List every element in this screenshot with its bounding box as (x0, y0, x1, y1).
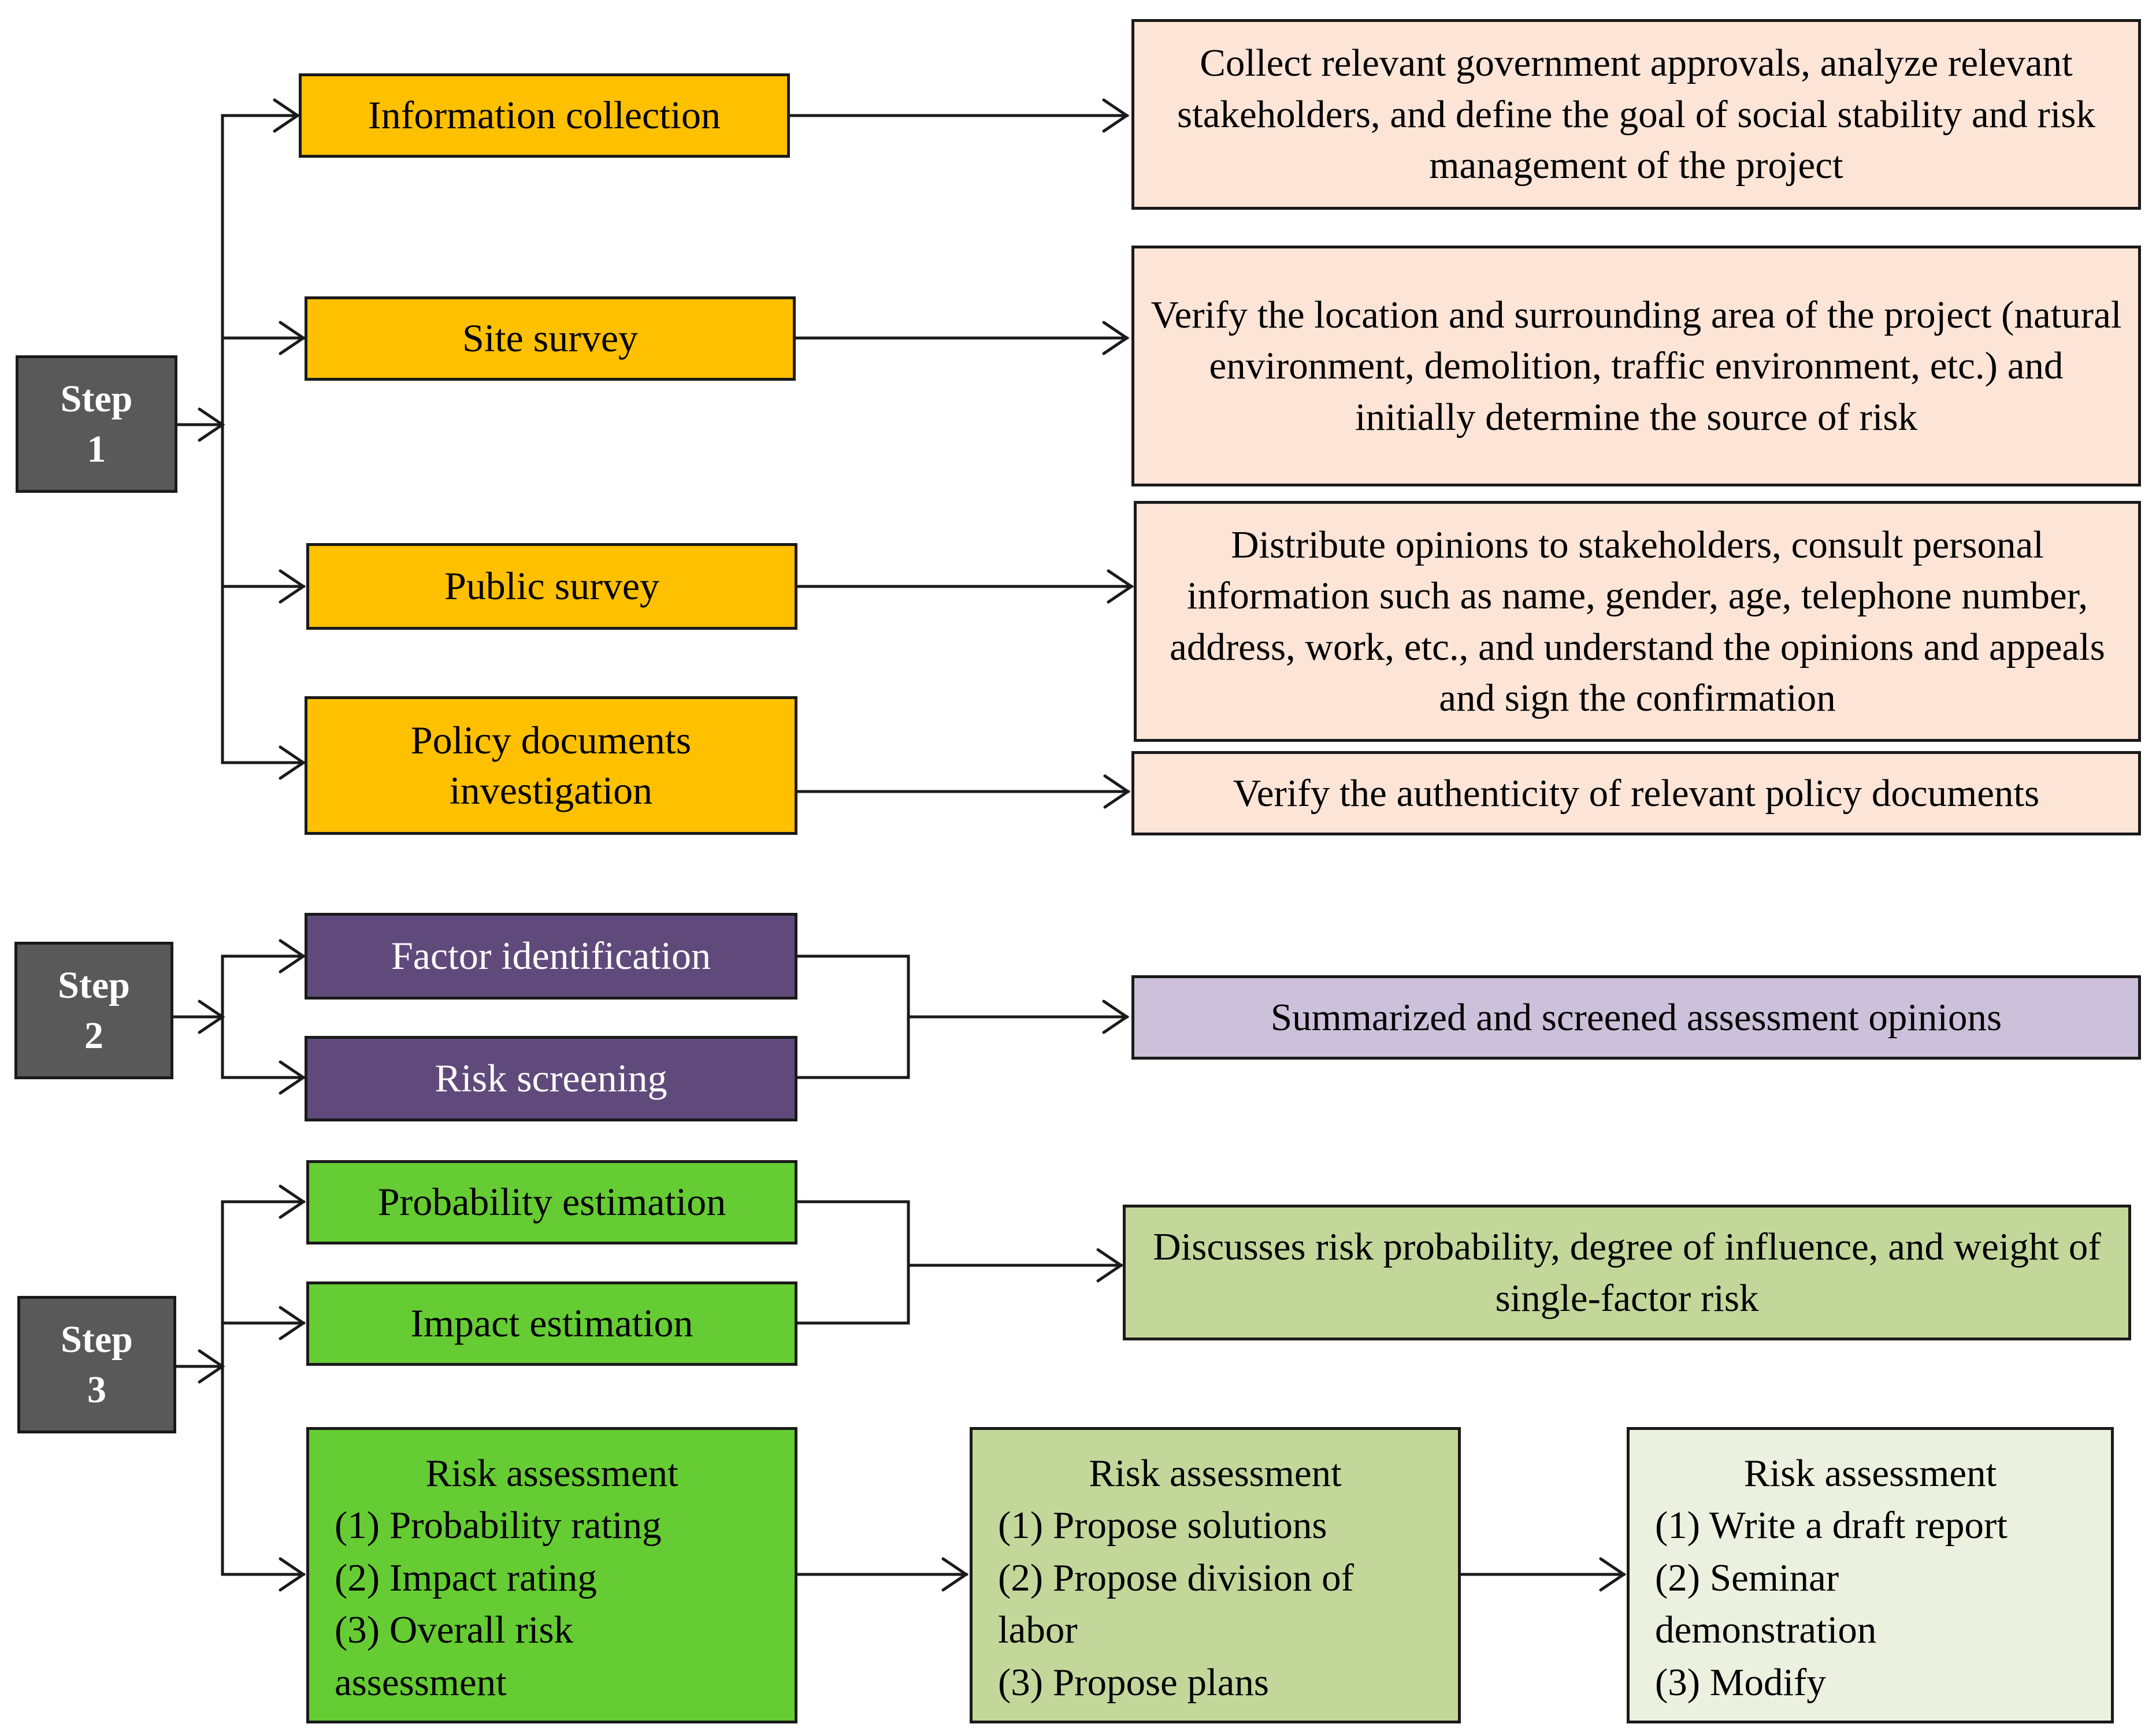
connector-step3-merge (795, 1200, 910, 1325)
step-3-box: Step 3 (17, 1296, 176, 1433)
policy-documents-label: Policy documents investigation (410, 718, 692, 812)
arrowhead-factor-identification (279, 939, 306, 974)
connector-step2-merge (795, 954, 910, 1079)
risk-assessment-1-item: assessment (335, 1660, 507, 1704)
arrowhead-step1-entry (198, 407, 225, 442)
risk-assessment-box-3: Risk assessment (1) Write a draft report… (1627, 1427, 2114, 1723)
site-survey-description: Verify the location and surrounding area… (1131, 246, 2141, 486)
impact-estimation-label: Impact estimation (410, 1301, 693, 1346)
site-survey-label: Site survey (462, 316, 639, 361)
arrowhead-step2-entry (198, 1000, 225, 1034)
site-survey-description-text: Verify the location and surrounding area… (1151, 293, 2122, 439)
risk-assessment-box-2: Risk assessment (1) Propose solutions (2… (970, 1427, 1461, 1723)
risk-assessment-2-title: Risk assessment (1089, 1452, 1342, 1495)
step-2-label: Step (58, 964, 130, 1006)
probability-estimation-label: Probability estimation (377, 1180, 726, 1224)
public-survey-box: Public survey (306, 543, 797, 630)
risk-assessment-3-item: demonstration (1655, 1608, 1877, 1652)
step-3-description: Discusses risk probability, degree of in… (1123, 1205, 2131, 1340)
arrowhead-risk-screening (279, 1060, 306, 1095)
factor-identification-box: Factor identification (305, 913, 797, 1000)
probability-estimation-box: Probability estimation (306, 1160, 797, 1244)
arrowhead-information-desc (1102, 98, 1130, 133)
arrowhead-probability-estimation (279, 1184, 306, 1219)
risk-assessment-1-item: (3) Overall risk (335, 1608, 574, 1652)
risk-assessment-2-item: (1) Propose solutions (998, 1504, 1327, 1547)
policy-documents-description: Verify the authenticity of relevant poli… (1131, 751, 2141, 835)
step-1-box: Step 1 (16, 355, 177, 493)
risk-assessment-1-title: Risk assessment (425, 1452, 678, 1495)
public-survey-description-text: Distribute opinions to stakeholders, con… (1170, 523, 2105, 719)
arrowhead-policy-desc (1103, 774, 1131, 809)
risk-assessment-3-item: (1) Write a draft report (1655, 1504, 2007, 1547)
factor-identification-label: Factor identification (391, 934, 711, 978)
public-survey-description: Distribute opinions to stakeholders, con… (1134, 501, 2141, 742)
risk-assessment-2-item: (3) Propose plans (998, 1660, 1269, 1704)
risk-assessment-2-item: labor (998, 1608, 1078, 1652)
step-1-label: Step (60, 377, 133, 420)
arrowhead-step3-entry (198, 1349, 225, 1384)
arrowhead-public-desc (1107, 569, 1134, 604)
arrowhead-public-survey (279, 569, 306, 604)
arrowhead-risk-assessment-1 (279, 1557, 306, 1592)
arrowhead-impact-estimation (279, 1306, 306, 1340)
policy-documents-box: Policy documents investigation (305, 696, 797, 835)
step-1-number: 1 (87, 428, 106, 470)
risk-assessment-3-item: (2) Seminar (1655, 1556, 1839, 1599)
information-collection-label: Information collection (368, 93, 721, 138)
arrowhead-policy-documents (279, 745, 306, 780)
risk-assessment-box-1: Risk assessment (1) Probability rating (… (306, 1427, 797, 1723)
risk-assessment-1-item: (2) Impact rating (335, 1556, 597, 1599)
site-survey-box: Site survey (305, 296, 796, 381)
arrowhead-assessment-3 (1599, 1557, 1627, 1592)
risk-screening-label: Risk screening (435, 1056, 667, 1101)
step-2-description: Summarized and screened assessment opini… (1131, 975, 2141, 1060)
risk-assessment-2-item: (2) Propose division of (998, 1556, 1354, 1599)
risk-assessment-3-item: (3) Modify (1655, 1660, 1826, 1704)
step-3-description-text: Discusses risk probability, degree of in… (1153, 1225, 2101, 1320)
arrowhead-step3-desc (1096, 1248, 1124, 1283)
information-collection-description-text: Collect relevant government approvals, a… (1177, 42, 2095, 187)
risk-assessment-3-title: Risk assessment (1743, 1452, 1997, 1495)
step-2-box: Step 2 (14, 942, 173, 1079)
arrowhead-information-collection (273, 98, 300, 133)
step-3-label: Step (61, 1318, 133, 1361)
arrowhead-site-desc (1102, 321, 1130, 355)
public-survey-label: Public survey (444, 564, 660, 608)
step-2-description-text: Summarized and screened assessment opini… (1270, 995, 2002, 1039)
policy-documents-description-text: Verify the authenticity of relevant poli… (1233, 771, 2040, 815)
risk-assessment-1-item: (1) Probability rating (335, 1504, 662, 1547)
step-3-number: 3 (87, 1369, 106, 1411)
information-collection-box: Information collection (299, 73, 790, 158)
arrowhead-step2-desc (1102, 1000, 1130, 1034)
step-2-number: 2 (84, 1015, 103, 1057)
arrowhead-site-survey (279, 321, 306, 355)
information-collection-description: Collect relevant government approvals, a… (1131, 19, 2141, 210)
impact-estimation-box: Impact estimation (306, 1281, 797, 1366)
risk-screening-box: Risk screening (305, 1036, 797, 1121)
arrowhead-assessment-2 (941, 1557, 969, 1592)
